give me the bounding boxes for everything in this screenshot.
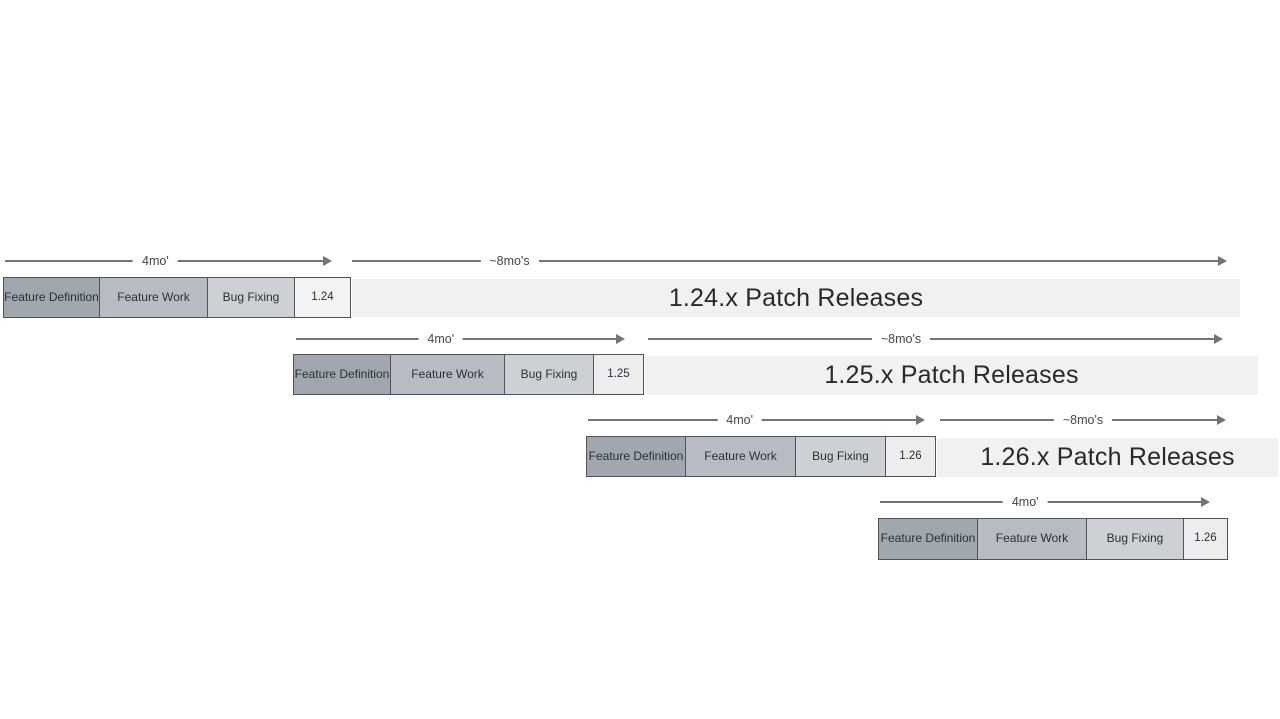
patch-duration-arrow: ~8mo's — [648, 332, 1223, 346]
patch-releases-bar: 1.25.x Patch Releases — [645, 356, 1258, 395]
phase-feature-work: Feature Work — [978, 518, 1087, 560]
arrowhead-icon — [1201, 497, 1210, 507]
version-box: 1.26 — [886, 436, 936, 477]
phase-feature-definition: Feature Definition — [293, 354, 391, 395]
arrowhead-icon — [916, 415, 925, 425]
patch-releases-bar: 1.26.x Patch Releases — [937, 438, 1278, 477]
phase-bug-fixing: Bug Fixing — [208, 277, 295, 318]
phase-feature-work: Feature Work — [391, 354, 505, 395]
phase-feature-work: Feature Work — [100, 277, 208, 318]
cycle-duration-arrow: 4mo' — [296, 332, 625, 346]
phase-bug-fixing: Bug Fixing — [505, 354, 594, 395]
phase-feature-definition: Feature Definition — [878, 518, 978, 560]
release-cycle-phases: Feature Definition Feature Work Bug Fixi… — [293, 354, 644, 395]
patch-duration-arrow: ~8mo's — [940, 413, 1226, 427]
patch-duration-label: ~8mo's — [1053, 413, 1113, 427]
phase-bug-fixing: Bug Fixing — [1087, 518, 1184, 560]
patch-duration-label: ~8mo's — [480, 254, 539, 268]
cycle-duration-label: 4mo' — [1002, 495, 1048, 509]
release-cycle-phases: Feature Definition Feature Work Bug Fixi… — [878, 518, 1228, 560]
arrowhead-icon — [323, 256, 332, 266]
cycle-duration-arrow: 4mo' — [880, 495, 1210, 509]
cycle-duration-label: 4mo' — [418, 332, 464, 346]
phase-bug-fixing: Bug Fixing — [796, 436, 886, 477]
patch-releases-label: 1.25.x Patch Releases — [824, 361, 1079, 389]
patch-releases-label: 1.24.x Patch Releases — [668, 283, 924, 312]
release-cycle-phases: Feature Definition Feature Work Bug Fixi… — [586, 436, 936, 477]
arrowhead-icon — [616, 334, 625, 344]
arrowhead-icon — [1214, 334, 1223, 344]
release-cycle-phases: Feature Definition Feature Work Bug Fixi… — [3, 277, 351, 318]
arrow-line — [648, 338, 1216, 340]
patch-releases-label: 1.26.x Patch Releases — [980, 443, 1235, 471]
version-box: 1.24 — [295, 277, 351, 318]
patch-duration-arrow: ~8mo's — [352, 254, 1227, 268]
arrowhead-icon — [1217, 415, 1226, 425]
arrowhead-icon — [1218, 256, 1227, 266]
patch-releases-bar: 1.24.x Patch Releases — [352, 279, 1240, 317]
cycle-duration-label: 4mo' — [133, 254, 178, 268]
cycle-duration-arrow: 4mo' — [588, 413, 925, 427]
phase-feature-definition: Feature Definition — [3, 277, 100, 318]
cycle-duration-label: 4mo' — [717, 413, 762, 427]
cycle-duration-arrow: 4mo' — [5, 254, 332, 268]
patch-duration-label: ~8mo's — [871, 332, 931, 346]
phase-feature-definition: Feature Definition — [586, 436, 686, 477]
arrow-line — [352, 260, 1220, 262]
version-box: 1.25 — [594, 354, 644, 395]
version-box: 1.26 — [1184, 518, 1228, 560]
phase-feature-work: Feature Work — [686, 436, 796, 477]
